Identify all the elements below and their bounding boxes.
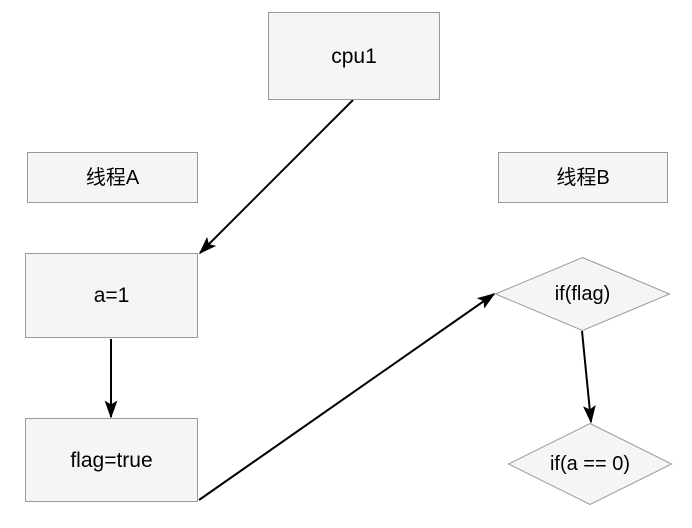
node-if-flag-label: if(flag) [554, 283, 611, 305]
node-cpu1-label: cpu1 [331, 44, 377, 68]
edge-cpu1-to-a [198, 99, 354, 255]
node-flag-assign-label: flag=true [70, 448, 153, 472]
node-a-assign[interactable]: a=1 [25, 253, 198, 338]
node-flag-assign[interactable]: flag=true [25, 418, 198, 502]
node-thread-b-label: 线程B [556, 166, 610, 189]
edge-ifflag-to-ifa [581, 330, 596, 424]
node-thread-a-label: 线程A [85, 166, 140, 189]
node-if-flag[interactable]: if(flag) [494, 256, 671, 332]
edge-flag-to-ifflag [198, 293, 496, 501]
node-if-a-zero-label: if(a == 0) [549, 453, 631, 475]
if-flag-diamond-shape [494, 256, 671, 332]
node-a-assign-label: a=1 [93, 284, 130, 307]
node-cpu1[interactable]: cpu1 [268, 12, 440, 100]
node-if-a-zero[interactable]: if(a == 0) [507, 422, 673, 506]
if-a-zero-diamond-shape [507, 422, 673, 506]
node-thread-b[interactable]: 线程B [498, 152, 668, 203]
node-thread-a[interactable]: 线程A [27, 152, 198, 203]
